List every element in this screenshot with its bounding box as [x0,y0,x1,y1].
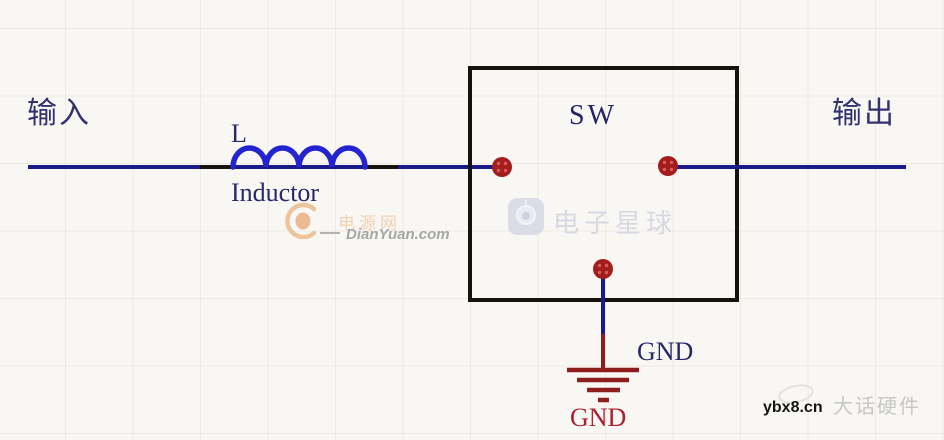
gnd-symbol-label: GND [570,403,627,432]
dianzixingqiu-logo-icon [508,198,544,235]
dianzixingqiu-watermark: 电子星球 [553,208,678,238]
dianyuan-logo-icon [285,202,340,240]
gnd-symbol [567,367,639,403]
pad-bottom [593,259,613,279]
bottom-right-site-watermark: ybx8.cn [763,399,823,416]
dianyuan-site-watermark: DianYuan.com [346,226,450,243]
bottom-right-scribble-icon [778,384,814,404]
dianyuan-cn-watermark: 电源网 [338,214,401,233]
output-label: 输出 [832,97,896,130]
input-label: 输入 [27,97,91,130]
gnd-net-label: GND [637,337,694,366]
inductor-ref-label: L [231,119,247,148]
bottom-right-name-watermark: 大话硬件 [833,396,921,418]
pad-right [658,156,678,176]
inductor-symbol [230,145,368,170]
pad-left [492,157,512,177]
switch-label: SW [569,100,617,131]
inductor-name-label: Inductor [231,178,320,207]
